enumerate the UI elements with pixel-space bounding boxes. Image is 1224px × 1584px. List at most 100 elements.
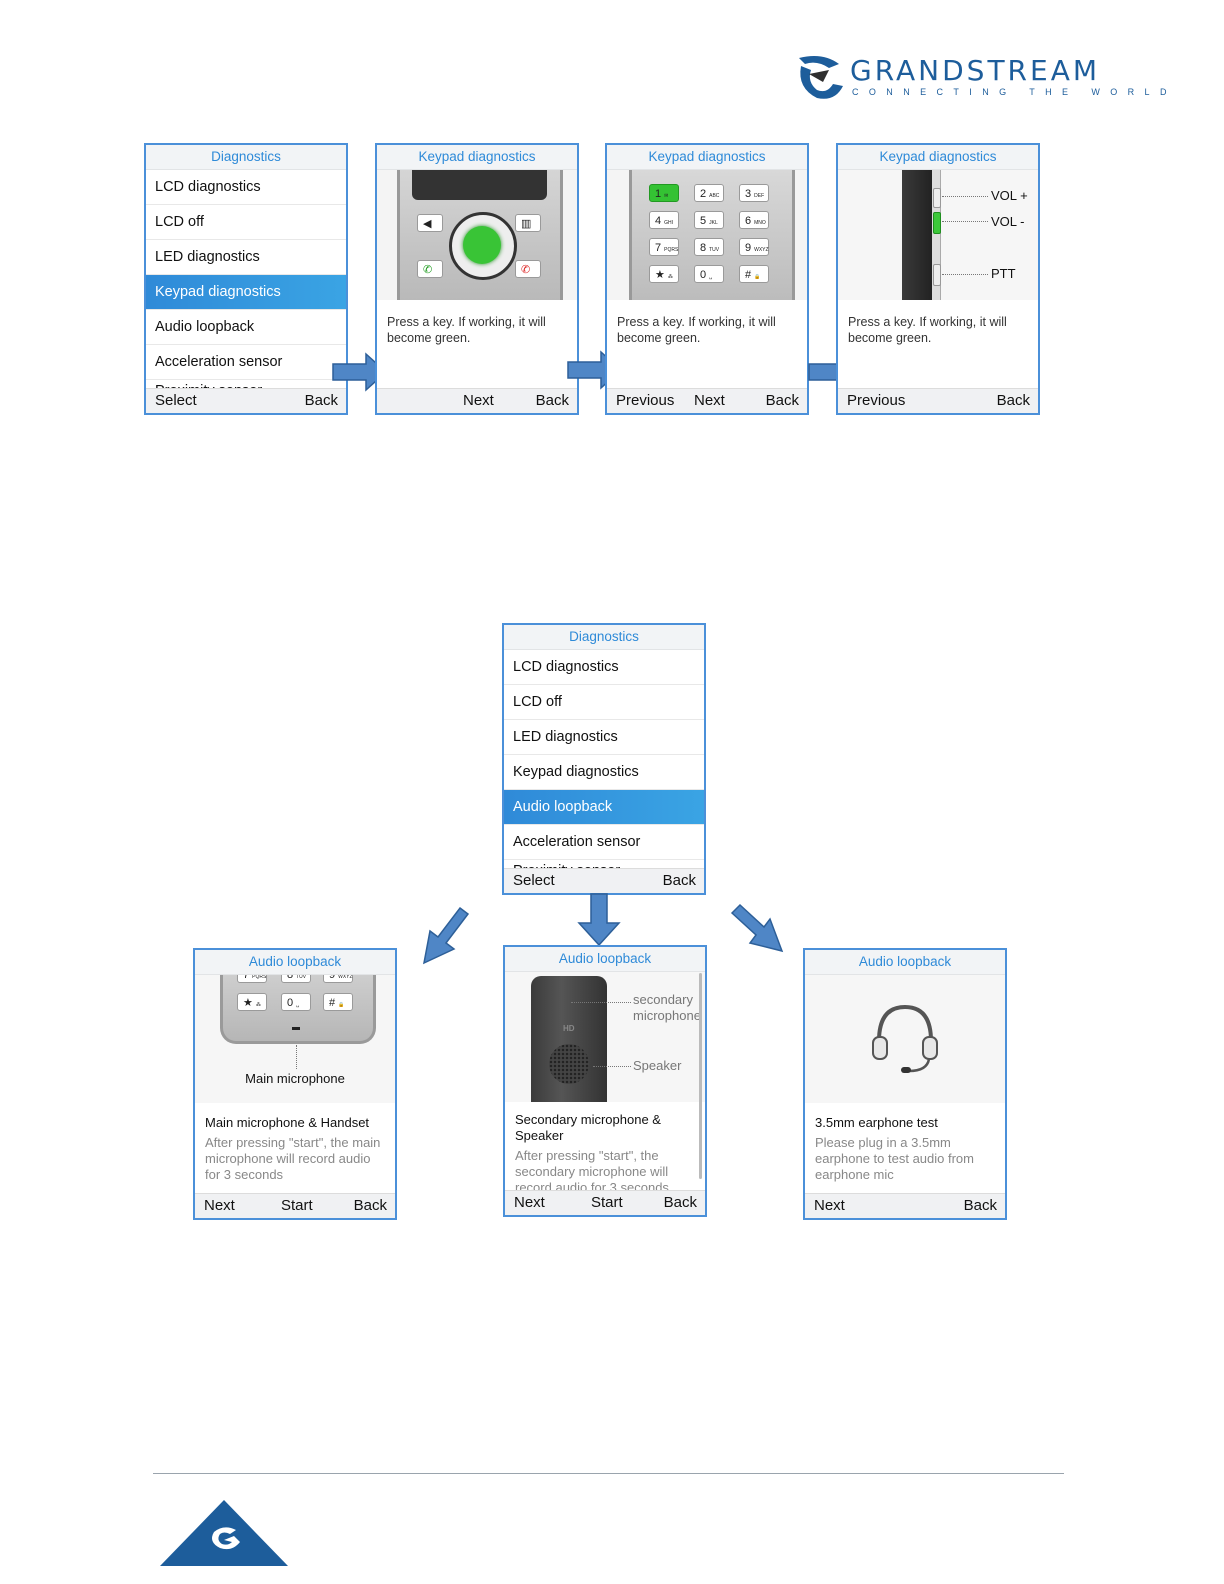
end-call-key: ✆: [515, 260, 541, 278]
description: 3.5mm earphone test Please plug in a 3.5…: [805, 1103, 1005, 1183]
select-softkey[interactable]: Select: [155, 392, 197, 409]
headset-icon: [872, 1004, 938, 1073]
key-number: 0: [700, 269, 707, 281]
keypad-diag-navigation-screen: Keypad diagnostics ◀ ▥ ✆ ✆ Press a key. …: [375, 143, 579, 415]
next-softkey[interactable]: Next: [514, 1194, 545, 1211]
ok-key-green: [463, 226, 501, 264]
ptt-label: PTT: [991, 266, 1016, 281]
softkey-bar: Select Back: [146, 388, 346, 413]
key-number: 8: [700, 242, 707, 254]
back-softkey[interactable]: Back: [765, 392, 799, 409]
description-heading: Secondary microphone & Speaker: [515, 1112, 661, 1143]
menu-item-lcd-diagnostics[interactable]: LCD diagnostics: [504, 650, 704, 685]
description-body: After pressing "start", the main microph…: [205, 1135, 381, 1182]
back-softkey[interactable]: Back: [535, 392, 569, 409]
start-softkey[interactable]: Start: [591, 1194, 623, 1211]
key-number: 2: [700, 188, 707, 200]
menu-item-proximity-sensor[interactable]: Proximity sensor: [146, 380, 346, 392]
back-softkey[interactable]: Back: [304, 392, 338, 409]
menu-item-lcd-diagnostics[interactable]: LCD diagnostics: [146, 170, 346, 205]
key-letters: ⁂: [667, 274, 673, 280]
next-softkey[interactable]: Next: [694, 392, 725, 409]
back-softkey[interactable]: Back: [353, 1197, 387, 1214]
key-letters: ✉: [664, 193, 669, 199]
key-number: #: [745, 269, 752, 281]
key-number: 3: [745, 188, 752, 200]
softkey-bar: Next Back: [805, 1193, 1005, 1218]
footer-divider: [153, 1473, 1064, 1474]
start-softkey[interactable]: Start: [281, 1197, 313, 1214]
key-number: 1: [655, 188, 662, 200]
arrow-down-left-icon: [422, 906, 470, 965]
menu-item-acceleration-sensor[interactable]: Acceleration sensor: [504, 825, 704, 860]
vol-up-label: VOL +: [991, 188, 1028, 203]
footer-logo-icon: [160, 1500, 288, 1566]
call-key: ✆: [417, 260, 443, 278]
menu-item-audio-loopback[interactable]: Audio loopback: [146, 310, 346, 345]
screen-title: Keypad diagnostics: [838, 145, 1038, 170]
scrollbar[interactable]: [699, 973, 702, 1179]
next-softkey[interactable]: Next: [204, 1197, 235, 1214]
key-number: 4: [655, 215, 662, 227]
key-number: 9: [745, 242, 752, 254]
diagnostics-menu-screen-audio: Diagnostics LCD diagnostics LCD off LED …: [502, 623, 706, 895]
key-star: ★⁂: [237, 993, 267, 1011]
key-0: 0␣: [281, 993, 311, 1011]
softkey-bar: Previous Back: [838, 388, 1038, 413]
softkey-bar: Next Start Back: [195, 1193, 395, 1218]
brand-tagline: CONNECTING THE WORLD: [852, 87, 1177, 97]
next-softkey[interactable]: Next: [463, 392, 494, 409]
key-letters: DEF: [754, 193, 765, 199]
back-softkey[interactable]: Back: [963, 1197, 997, 1214]
key-letters: GHI: [664, 220, 674, 226]
diagnostics-menu-screen: Diagnostics LCD diagnostics LCD off LED …: [144, 143, 348, 415]
key-1: 1✉: [649, 184, 679, 202]
menu-item-proximity-sensor[interactable]: Proximity sensor: [504, 860, 704, 872]
key-number: 5: [700, 215, 707, 227]
vol-up-key: [933, 188, 941, 208]
key-letters: 🔒: [754, 274, 761, 280]
main-microphone-label: Main microphone: [245, 1071, 345, 1086]
menu-item-lcd-off[interactable]: LCD off: [504, 685, 704, 720]
back-softkey[interactable]: Back: [662, 872, 696, 889]
back-softkey[interactable]: Back: [996, 392, 1030, 409]
back-softkey[interactable]: Back: [663, 1194, 697, 1211]
device-hd-mark: HD: [563, 1024, 575, 1033]
key-hash: #🔒: [323, 993, 353, 1011]
menu-item-keypad-diagnostics[interactable]: Keypad diagnostics: [504, 755, 704, 790]
key-letters: MNO: [754, 220, 766, 226]
arrow-down-right-icon: [730, 903, 784, 953]
arrow-down-icon: [577, 893, 621, 947]
previous-softkey[interactable]: Previous: [616, 392, 675, 409]
vol-down-key-green: [933, 212, 941, 234]
menu-item-led-diagnostics[interactable]: LED diagnostics: [146, 240, 346, 275]
menu-item-audio-loopback[interactable]: Audio loopback: [504, 790, 704, 825]
menu-item-acceleration-sensor[interactable]: Acceleration sensor: [146, 345, 346, 380]
menu-item-keypad-diagnostics[interactable]: Keypad diagnostics: [146, 275, 346, 310]
select-softkey[interactable]: Select: [513, 872, 555, 889]
phone-navigation-image: ◀ ▥ ✆ ✆: [377, 170, 577, 300]
key-letters: TUV: [709, 247, 720, 253]
description-body: After pressing "start", the secondary mi…: [515, 1148, 669, 1195]
menu-item-lcd-off[interactable]: LCD off: [146, 205, 346, 240]
menu-item-led-diagnostics[interactable]: LED diagnostics: [504, 720, 704, 755]
screen-title: Diagnostics: [504, 625, 704, 650]
key-0: 0␣: [694, 265, 724, 283]
next-softkey[interactable]: Next: [814, 1197, 845, 1214]
description-body: Please plug in a 3.5mm earphone to test …: [815, 1135, 974, 1182]
description-heading: Main microphone & Handset: [205, 1115, 370, 1130]
previous-softkey[interactable]: Previous: [847, 392, 906, 409]
ptt-key: [933, 264, 941, 286]
secondary-microphone-image: HD secondary microphone Speaker: [505, 972, 705, 1102]
phone-side-image: VOL + VOL - PTT: [838, 170, 1038, 300]
